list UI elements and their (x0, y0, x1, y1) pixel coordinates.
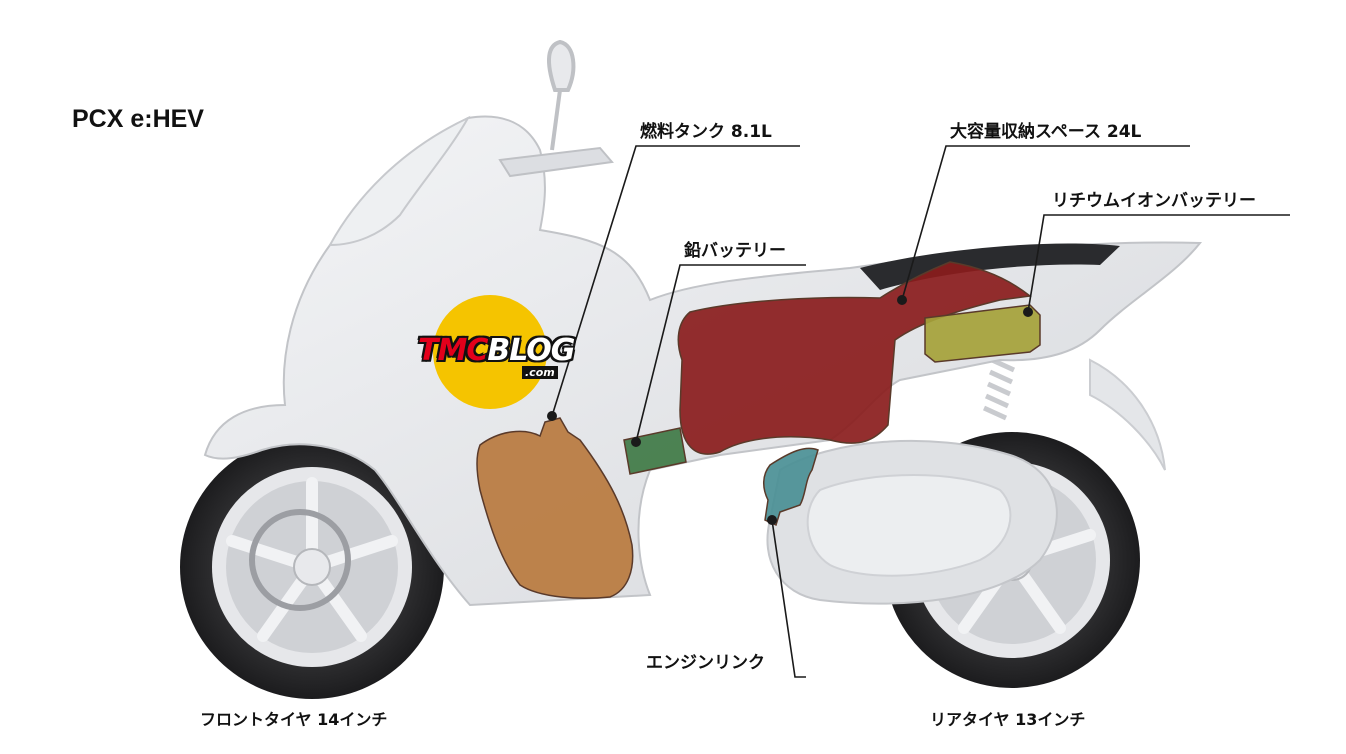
front-wheel (180, 435, 444, 699)
rear-tire-label: リアタイヤ 13インチ (930, 710, 1086, 729)
page-title: PCX e:HEV (72, 105, 204, 133)
engine-link-leader (771, 519, 806, 678)
fuel-tank-label: 燃料タンク 8.1L (640, 122, 772, 142)
engine-link-label: エンジンリンク (646, 653, 765, 673)
storage-leader (901, 145, 1190, 301)
leader-dots (547, 295, 1033, 525)
lithium-battery-shape (924, 304, 1041, 363)
handlebar (498, 146, 614, 178)
watermark-text: TMCBLOG (418, 333, 575, 368)
watermark-subtext: .com (522, 366, 558, 379)
lead-battery-label: 鉛バッテリー (684, 241, 786, 261)
rear-fender (1089, 358, 1166, 471)
fuel-tank-leader (551, 145, 800, 417)
watermark-badge (433, 295, 547, 409)
lithium-battery-label: リチウムイオンバッテリー (1052, 191, 1256, 211)
engine-cover (806, 474, 1012, 577)
rear-shock (982, 357, 1016, 421)
front-tire-label: フロントタイヤ 14インチ (200, 710, 388, 729)
lead-battery-leader (635, 264, 806, 443)
storage-space-shape (677, 261, 1032, 455)
lithium-battery-leader (1027, 214, 1290, 313)
windscreen (328, 115, 471, 247)
mirror (547, 39, 576, 151)
storage-space-label: 大容量収納スペース 24L (950, 122, 1142, 142)
engine-link-shape (763, 447, 819, 527)
fuel-tank-shape (476, 417, 634, 599)
leader-lines (551, 145, 1290, 678)
